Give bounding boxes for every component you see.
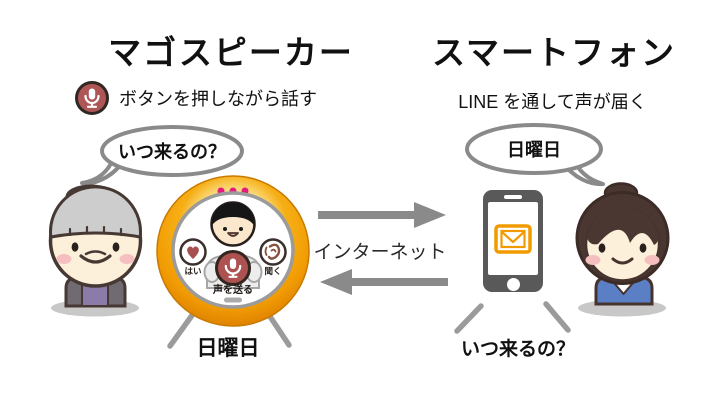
grandma-bubble-text: いつ来るの？ bbox=[118, 142, 226, 162]
yes-button-label: はい bbox=[184, 266, 201, 276]
smartphone-subtitle: LINE を通して声が届く bbox=[458, 92, 647, 112]
ear-icon bbox=[264, 243, 281, 260]
internet-label: インターネット bbox=[313, 242, 447, 263]
granddaughter-eye-right bbox=[639, 243, 647, 253]
mic-button-icon bbox=[224, 258, 242, 278]
grandma-eye-right bbox=[112, 242, 120, 252]
arrow-right-icon bbox=[318, 202, 446, 228]
speech-bubble-smartphone: 日曜日 bbox=[465, 123, 605, 187]
mago-speaker-title: マゴスピーカー bbox=[108, 34, 354, 71]
grandma-illustration bbox=[48, 184, 143, 317]
grandma-bangs-notches bbox=[68, 225, 123, 237]
grandma-cheek-left bbox=[56, 254, 72, 264]
smartphone-bubble-text: 日曜日 bbox=[507, 140, 561, 160]
grandma-hair bbox=[49, 185, 142, 239]
smartphone-illustration bbox=[483, 190, 543, 292]
phone-sound-lines bbox=[454, 301, 571, 334]
device-brand-badge bbox=[224, 297, 242, 303]
mago-speaker-device: はい 聞く 声を送る bbox=[156, 175, 310, 327]
speech-bubble-grandma: いつ来るの？ bbox=[80, 125, 244, 186]
granddaughter-illustration bbox=[575, 182, 670, 317]
grandma-eye-left bbox=[71, 242, 79, 252]
granddaughter-smile bbox=[611, 257, 634, 265]
phone-speaker-slit bbox=[504, 195, 522, 199]
granddaughter-cheek-right bbox=[644, 255, 660, 265]
send-voice-label: 声を送る bbox=[212, 283, 253, 296]
granddaughter-cheek-left bbox=[585, 255, 601, 265]
granddaughter-eye-left bbox=[598, 243, 606, 253]
grandma-cheek-right bbox=[119, 254, 135, 264]
grandma-smile bbox=[79, 254, 112, 264]
phone-home-button-icon bbox=[507, 278, 520, 291]
phone-screen bbox=[488, 202, 538, 275]
listen-button-label: 聞く bbox=[264, 266, 281, 276]
smartphone-title: スマートフォン bbox=[431, 34, 676, 71]
mail-icon bbox=[494, 223, 532, 254]
mic-icon bbox=[75, 81, 109, 115]
granddaughter-bangs bbox=[587, 206, 658, 245]
phone-voice-output-text: いつ来るの？ bbox=[460, 339, 575, 360]
mago-speaker-subtitle-text: ボタンを押しながら話す bbox=[119, 89, 317, 109]
send-voice-button: 声を送る bbox=[212, 250, 253, 296]
device-voice-output-text: 日曜日 bbox=[196, 337, 260, 360]
mago-speaker-subtitle: ボタンを押しながら話す bbox=[74, 80, 317, 116]
heart-icon bbox=[187, 246, 199, 259]
listen-button: 聞く bbox=[259, 238, 287, 276]
grandma-upper-lip bbox=[84, 250, 107, 256]
yes-button: はい bbox=[179, 238, 207, 276]
arrow-left-icon bbox=[320, 269, 448, 295]
device-stand-legs bbox=[167, 309, 292, 349]
